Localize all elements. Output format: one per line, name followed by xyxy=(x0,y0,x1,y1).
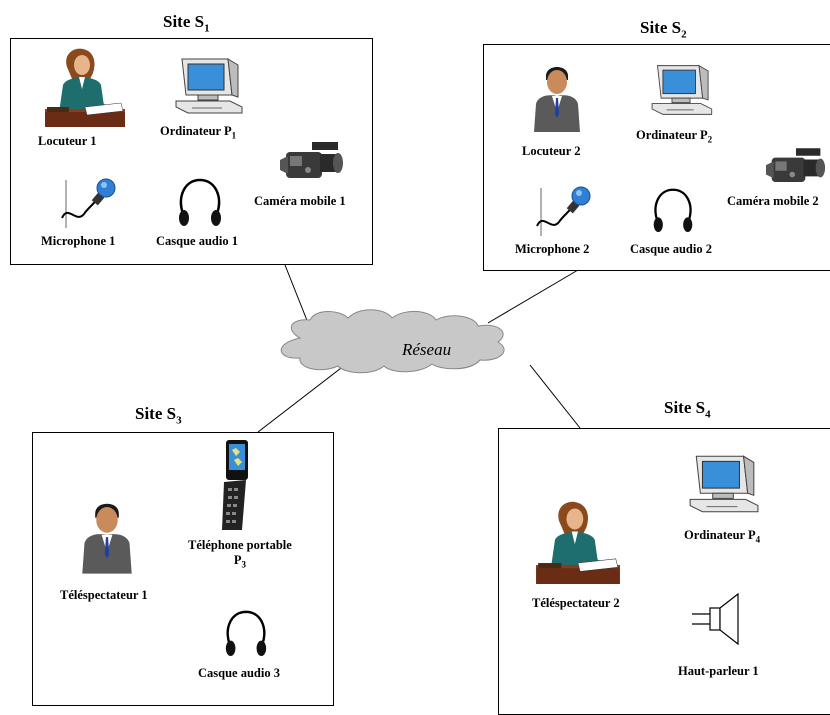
computer-p4-label: Ordinateur P4 xyxy=(684,528,761,545)
loudspeaker-icon xyxy=(692,592,739,646)
network-cloud-icon xyxy=(280,309,505,374)
site-s3-box xyxy=(32,432,334,706)
link-s4 xyxy=(529,364,581,429)
camera-1-label: Caméra mobile 1 xyxy=(254,194,346,208)
site-s4-title: Site S4 xyxy=(664,398,711,421)
man-in-suit-icon xyxy=(534,67,580,132)
speaker-1-label: Locuteur 1 xyxy=(38,134,97,148)
video-camera-icon xyxy=(766,148,826,182)
headset-3-label: Casque audio 3 xyxy=(198,666,280,680)
viewer-2-label: Téléspectateur 2 xyxy=(532,596,620,610)
mobile-phone-icon xyxy=(222,440,248,530)
headset-icon xyxy=(225,610,267,657)
microphone-1-label: Microphone 1 xyxy=(41,234,116,248)
microphone-icon xyxy=(536,186,591,236)
woman-at-desk-icon xyxy=(45,48,125,127)
computer-icon xyxy=(689,455,759,513)
phone-p3-label: Téléphone portable P3 xyxy=(188,538,292,573)
headset-2-label: Casque audio 2 xyxy=(630,242,712,256)
phone-p3-id: P3 xyxy=(233,553,246,570)
microphone-2-label: Microphone 2 xyxy=(515,242,590,256)
microphone-icon xyxy=(61,178,116,228)
site-s2-title: Site S2 xyxy=(640,18,687,41)
computer-icon xyxy=(651,64,713,115)
woman-at-desk-icon xyxy=(536,501,620,584)
man-in-suit-icon xyxy=(82,503,132,574)
video-camera-icon xyxy=(280,142,343,178)
site-s3-title: Site S3 xyxy=(135,404,182,427)
computer-p1-label: Ordinateur P1 xyxy=(160,124,237,141)
headset-icon xyxy=(179,178,221,226)
phone-p3-name: Téléphone portable xyxy=(188,538,292,552)
loudspeaker-1-label: Haut-parleur 1 xyxy=(678,664,759,678)
viewer-1-label: Téléspectateur 1 xyxy=(60,588,148,602)
computer-p2-label: Ordinateur P2 xyxy=(636,128,713,145)
network-label: Réseau xyxy=(402,340,452,359)
speaker-2-label: Locuteur 2 xyxy=(522,144,581,158)
headset-icon xyxy=(653,188,693,233)
headset-1-label: Casque audio 1 xyxy=(156,234,238,248)
link-s3 xyxy=(257,364,346,433)
link-s2 xyxy=(487,269,579,324)
computer-icon xyxy=(175,58,243,114)
site-s1-title: Site S1 xyxy=(163,12,210,35)
camera-2-label: Caméra mobile 2 xyxy=(727,194,819,208)
